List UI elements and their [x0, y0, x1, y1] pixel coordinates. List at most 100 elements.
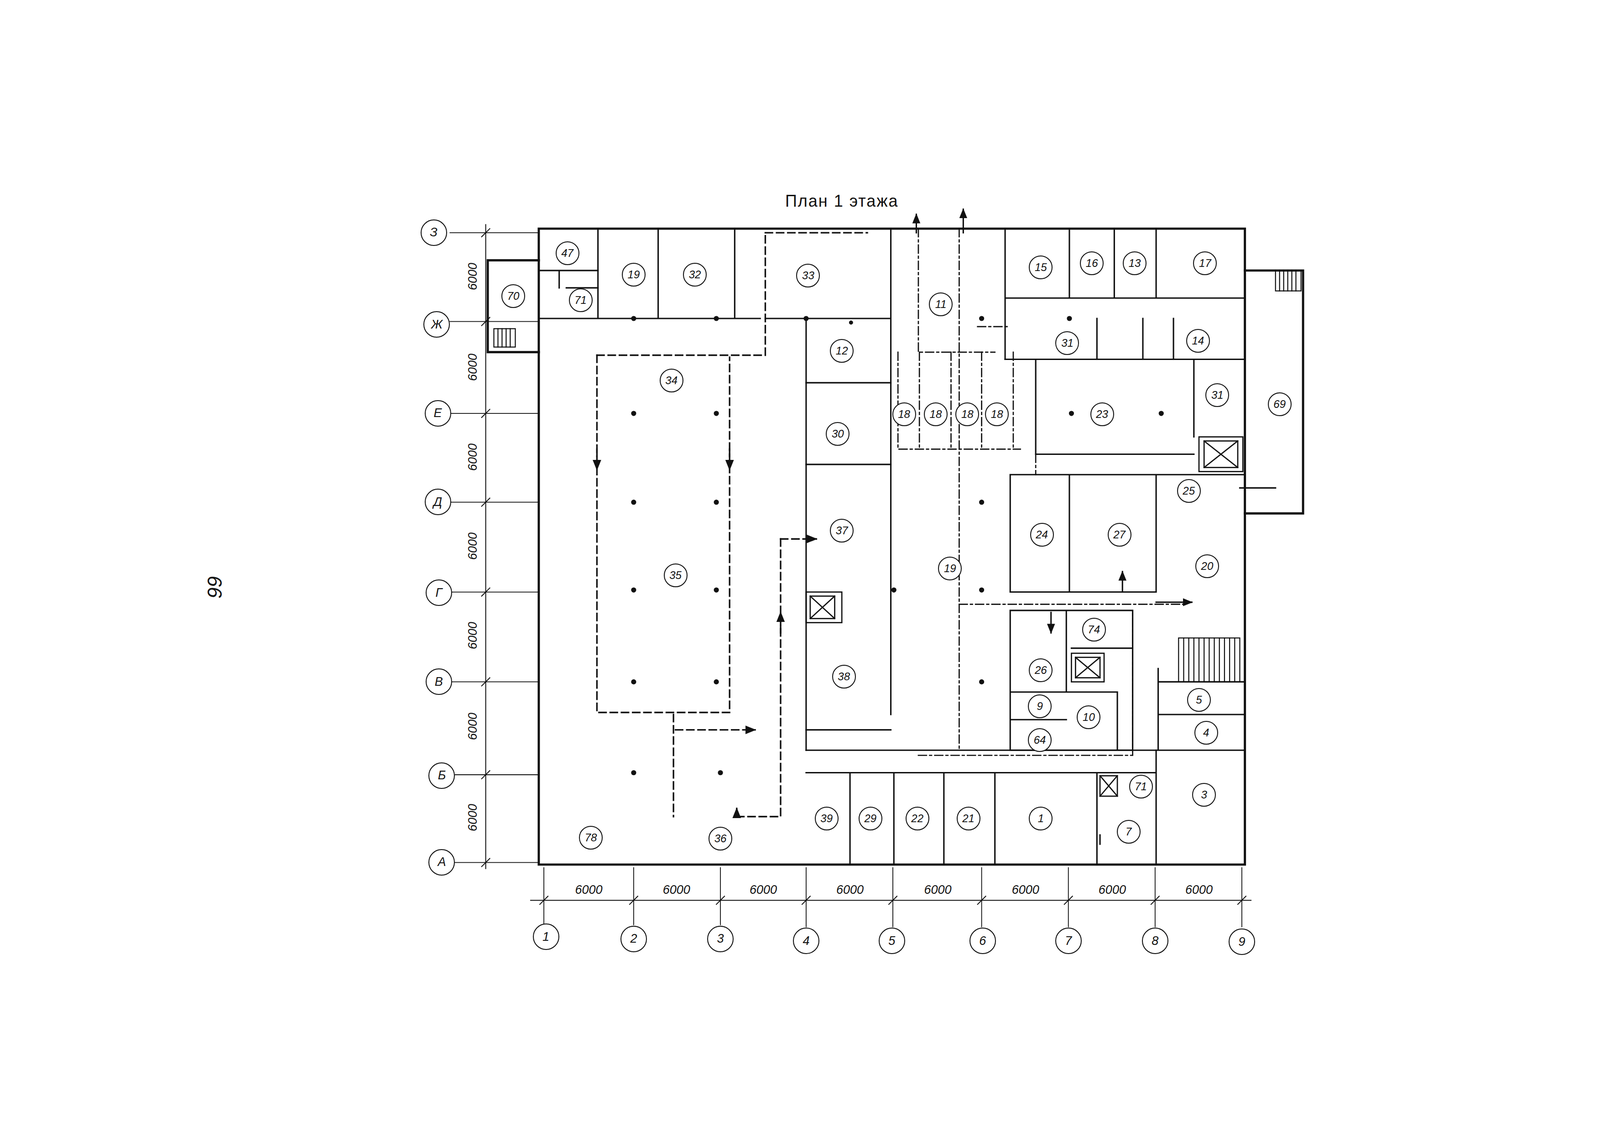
- room-number: 4: [1194, 720, 1219, 745]
- room-number: 47: [555, 241, 580, 266]
- room-label: З: [429, 226, 438, 239]
- room-label: 5: [888, 934, 896, 948]
- dimension: 6000: [466, 352, 479, 383]
- room-label: 14: [1191, 335, 1204, 347]
- room-number: 34: [659, 368, 684, 393]
- grid-axis-bubble: Д: [424, 488, 452, 516]
- room-label: 11: [935, 298, 947, 310]
- dimension: 6000: [466, 531, 479, 562]
- room-number: 31: [1055, 331, 1079, 355]
- page-number: 66: [204, 574, 225, 600]
- room-label: 38: [837, 671, 850, 683]
- room-label: 32: [688, 269, 702, 281]
- elevator: [806, 437, 1243, 797]
- room-label: 4: [1203, 727, 1210, 739]
- room-number: 69: [1267, 392, 1292, 417]
- room-label: 78: [584, 832, 598, 844]
- room-label: 71: [1134, 781, 1147, 793]
- stair: [494, 270, 1302, 683]
- room-label: 20: [1201, 560, 1214, 572]
- room-number: 14: [1186, 328, 1210, 353]
- room-label: 37: [835, 525, 849, 537]
- room-label: Е: [433, 406, 442, 420]
- dimension: 6000: [573, 883, 604, 897]
- room-label: 3: [717, 932, 725, 945]
- grid-axis-bubble: Г: [425, 579, 453, 606]
- grid-axis-bubble: Б: [428, 762, 455, 789]
- room-label: Б: [437, 769, 447, 782]
- exit-arrow: [916, 209, 1276, 845]
- room-label: 23: [1095, 408, 1109, 420]
- room-number: 32: [682, 262, 707, 287]
- room-number: 11: [928, 292, 953, 317]
- dimension: 6000: [466, 620, 479, 651]
- room-number: 12: [829, 338, 854, 363]
- grid-axis-bubble: А: [428, 849, 455, 876]
- room-number: 18: [955, 402, 980, 427]
- dimension: 6000: [466, 711, 479, 742]
- room-label: 6: [979, 934, 986, 948]
- dimension: 6000: [466, 802, 479, 833]
- grid-line: [449, 232, 1242, 927]
- room-number: 74: [1082, 617, 1106, 642]
- grid-axis-bubble: 7: [1055, 927, 1082, 954]
- grid-axis-bubble: 6: [969, 927, 996, 954]
- room-number: 20: [1195, 554, 1220, 579]
- grid-axis-bubble: 5: [878, 927, 906, 954]
- room-label: 36: [714, 833, 727, 845]
- grid-axis-bubble: В: [425, 668, 453, 695]
- room-number: 70: [501, 284, 526, 308]
- dimension: 6000: [466, 261, 479, 292]
- dimension: 6000: [661, 883, 692, 897]
- room-label: 26: [1034, 664, 1048, 676]
- wall: [487, 228, 1303, 865]
- room-label: 18: [929, 408, 943, 420]
- room-label: 9: [1036, 700, 1043, 712]
- room-label: 35: [669, 569, 682, 581]
- dimension: 6000: [748, 883, 779, 897]
- room-number: 5: [1187, 687, 1211, 712]
- room-number: 19: [621, 262, 646, 287]
- room-label: 16: [1085, 257, 1099, 269]
- room-number: 25: [1177, 479, 1201, 503]
- room-number: 3: [1192, 782, 1216, 807]
- room-number: 78: [578, 825, 603, 850]
- room-number: 26: [1028, 658, 1053, 683]
- dimension: 6000: [1010, 883, 1041, 897]
- room-label: 70: [507, 290, 520, 302]
- room-label: 8: [1151, 934, 1159, 948]
- room-number: 18: [985, 402, 1009, 427]
- room-label: 21: [962, 813, 975, 824]
- room-number: 17: [1193, 251, 1217, 276]
- grid-axis-bubble: 8: [1141, 927, 1169, 954]
- room-number: 16: [1079, 251, 1104, 276]
- room-label: 74: [1087, 624, 1100, 636]
- room-label: 18: [990, 408, 1004, 420]
- room-label: 24: [1035, 529, 1048, 541]
- room-number: 33: [796, 263, 820, 288]
- room-number: 31: [1205, 383, 1230, 407]
- room-number: 30: [825, 422, 850, 446]
- room-number: 18: [923, 402, 948, 427]
- room-number: 64: [1027, 728, 1052, 752]
- room-label: 33: [802, 270, 815, 282]
- room-label: 69: [1273, 398, 1286, 410]
- room-label: 7: [1125, 826, 1132, 838]
- room-label: 1: [1037, 813, 1044, 824]
- partition: [538, 228, 1246, 865]
- plan-title: План 1 этажа: [783, 192, 901, 210]
- room-label: 22: [911, 813, 924, 824]
- grid-axis-bubble: З: [420, 219, 448, 246]
- room-number: 27: [1107, 522, 1132, 547]
- grid-axis-bubble: Е: [424, 400, 452, 427]
- room-label: 30: [831, 428, 845, 440]
- room-label: 4: [802, 934, 810, 948]
- room-label: 31: [1061, 337, 1074, 349]
- room-label: 2: [630, 932, 637, 945]
- room-label: 31: [1211, 389, 1224, 401]
- room-label: 39: [820, 813, 833, 824]
- room-number: 35: [663, 563, 688, 588]
- grid-axis-bubble: 1: [532, 923, 560, 950]
- room-number: 23: [1090, 402, 1115, 427]
